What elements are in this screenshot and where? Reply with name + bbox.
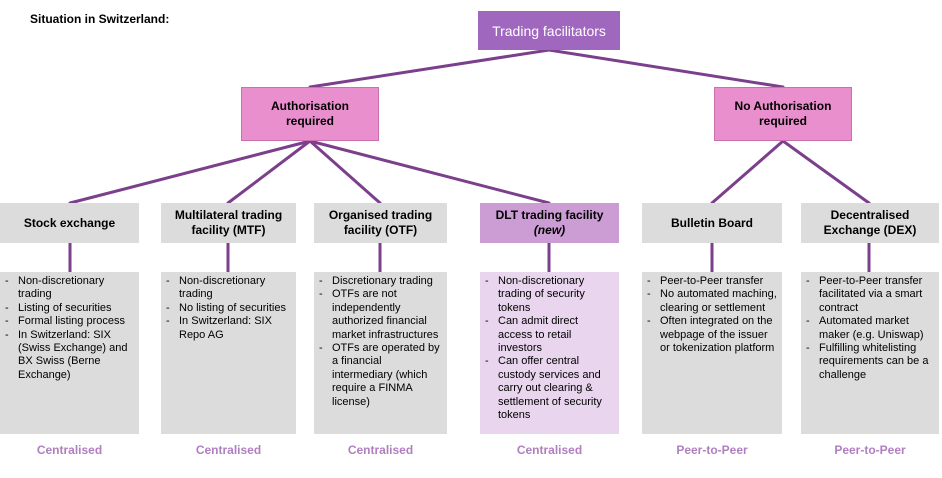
list-item: OTFs are operated by a financial interme… [318,342,442,409]
dlt-trading-facility-box: DLT trading facility (new) [480,203,619,243]
list-item: Discretionary trading [318,275,442,289]
bulletin-board-description: Peer-to-Peer transfer No automated machi… [642,272,782,434]
otf-description: Discretionary trading OTFs are not indep… [314,272,447,434]
list-item: Listing of securities [4,302,134,316]
otf-box: Organised trading facility (OTF) [314,203,447,243]
list-item: In Switzerland: SIX (Swiss Exchange) and… [4,329,134,383]
root-to-authorised-line [308,48,551,89]
dex-description: Peer-to-Peer transfer facilitated via a … [801,272,939,434]
dex-title-line1: Decentralised [830,208,910,222]
stock-exchange-box: Stock exchange [0,203,139,243]
list-item: No automated maching, clearing or settle… [646,288,777,315]
authorised-to-dlt-line [308,139,551,205]
list-item: Fulfilling whitelisting requirements can… [805,342,934,382]
list-item: Peer-to-Peer transfer facilitated via a … [805,275,934,315]
authorised-to-stock-line [68,139,312,205]
dex-box: Decentralised Exchange (DEX) [801,203,939,243]
trading-facilitators-box: Trading facilitators [478,11,620,50]
list-item: Formal listing process [4,315,134,329]
dex-title-line2: Exchange (DEX) [823,223,917,237]
mtf-title-line1: Multilateral trading [174,208,283,222]
authorisation-required-line2: required [285,114,334,128]
list-item: Non-discretionary trading [4,275,134,302]
list-item: Non-discretionary trading [165,275,291,302]
no-authorisation-required-line1: No Authorisation [734,99,832,113]
list-item: Peer-to-Peer transfer [646,275,777,289]
mtf-description: Non-discretionary trading No listing of … [161,272,296,434]
dlt-type-label: Centralised [516,443,583,457]
authorised-to-mtf-line [226,139,312,205]
unauthorised-to-dex-line [781,139,871,205]
list-item: In Switzerland: SIX Repo AG [165,315,291,342]
mtf-title-line2: facility (MTF) [191,223,266,237]
mtf-type-label: Centralised [195,443,262,457]
stock-exchange-description: Non-discretionary trading Listing of sec… [0,272,139,434]
list-item: OTFs are not independently authorized fi… [318,288,442,342]
authorised-to-otf-line [308,139,382,205]
list-item: Automated market maker (e.g. Uniswap) [805,315,934,342]
situation-label: Situation in Switzerland: [30,12,170,26]
bulletin-board-type-label: Peer-to-Peer [676,443,748,457]
no-authorisation-required-line2: required [758,114,807,128]
mtf-box: Multilateral trading facility (MTF) [161,203,296,243]
stock-exchange-title: Stock exchange [23,215,116,230]
list-item: No listing of securities [165,302,291,316]
authorisation-required-line1: Authorisation [271,99,349,113]
otf-title-line2: facility (OTF) [343,223,418,237]
dlt-title-new: (new) [533,223,566,237]
trading-facilitators-label: Trading facilitators [492,22,606,39]
dlt-title-line1: DLT trading facility [495,208,604,222]
authorisation-required-box: Authorisation required [241,87,379,141]
list-item: Can admit direct access to retail invest… [484,315,614,355]
list-item: Non-discretionary trading of security to… [484,275,614,315]
bulletin-board-box: Bulletin Board [642,203,782,243]
bulletin-board-title: Bulletin Board [670,215,753,230]
no-authorisation-required-box: No Authorisation required [714,87,852,141]
stock-exchange-type-label: Centralised [36,443,103,457]
root-to-unauthorised-line [547,48,785,89]
unauthorised-to-bulletin-line [710,139,785,205]
list-item: Often integrated on the webpage of the i… [646,315,777,355]
list-item: Can offer central custody services and c… [484,355,614,422]
otf-type-label: Centralised [347,443,414,457]
dlt-description: Non-discretionary trading of security to… [480,272,619,434]
dex-type-label: Peer-to-Peer [834,443,906,457]
otf-title-line1: Organised trading [328,208,433,222]
